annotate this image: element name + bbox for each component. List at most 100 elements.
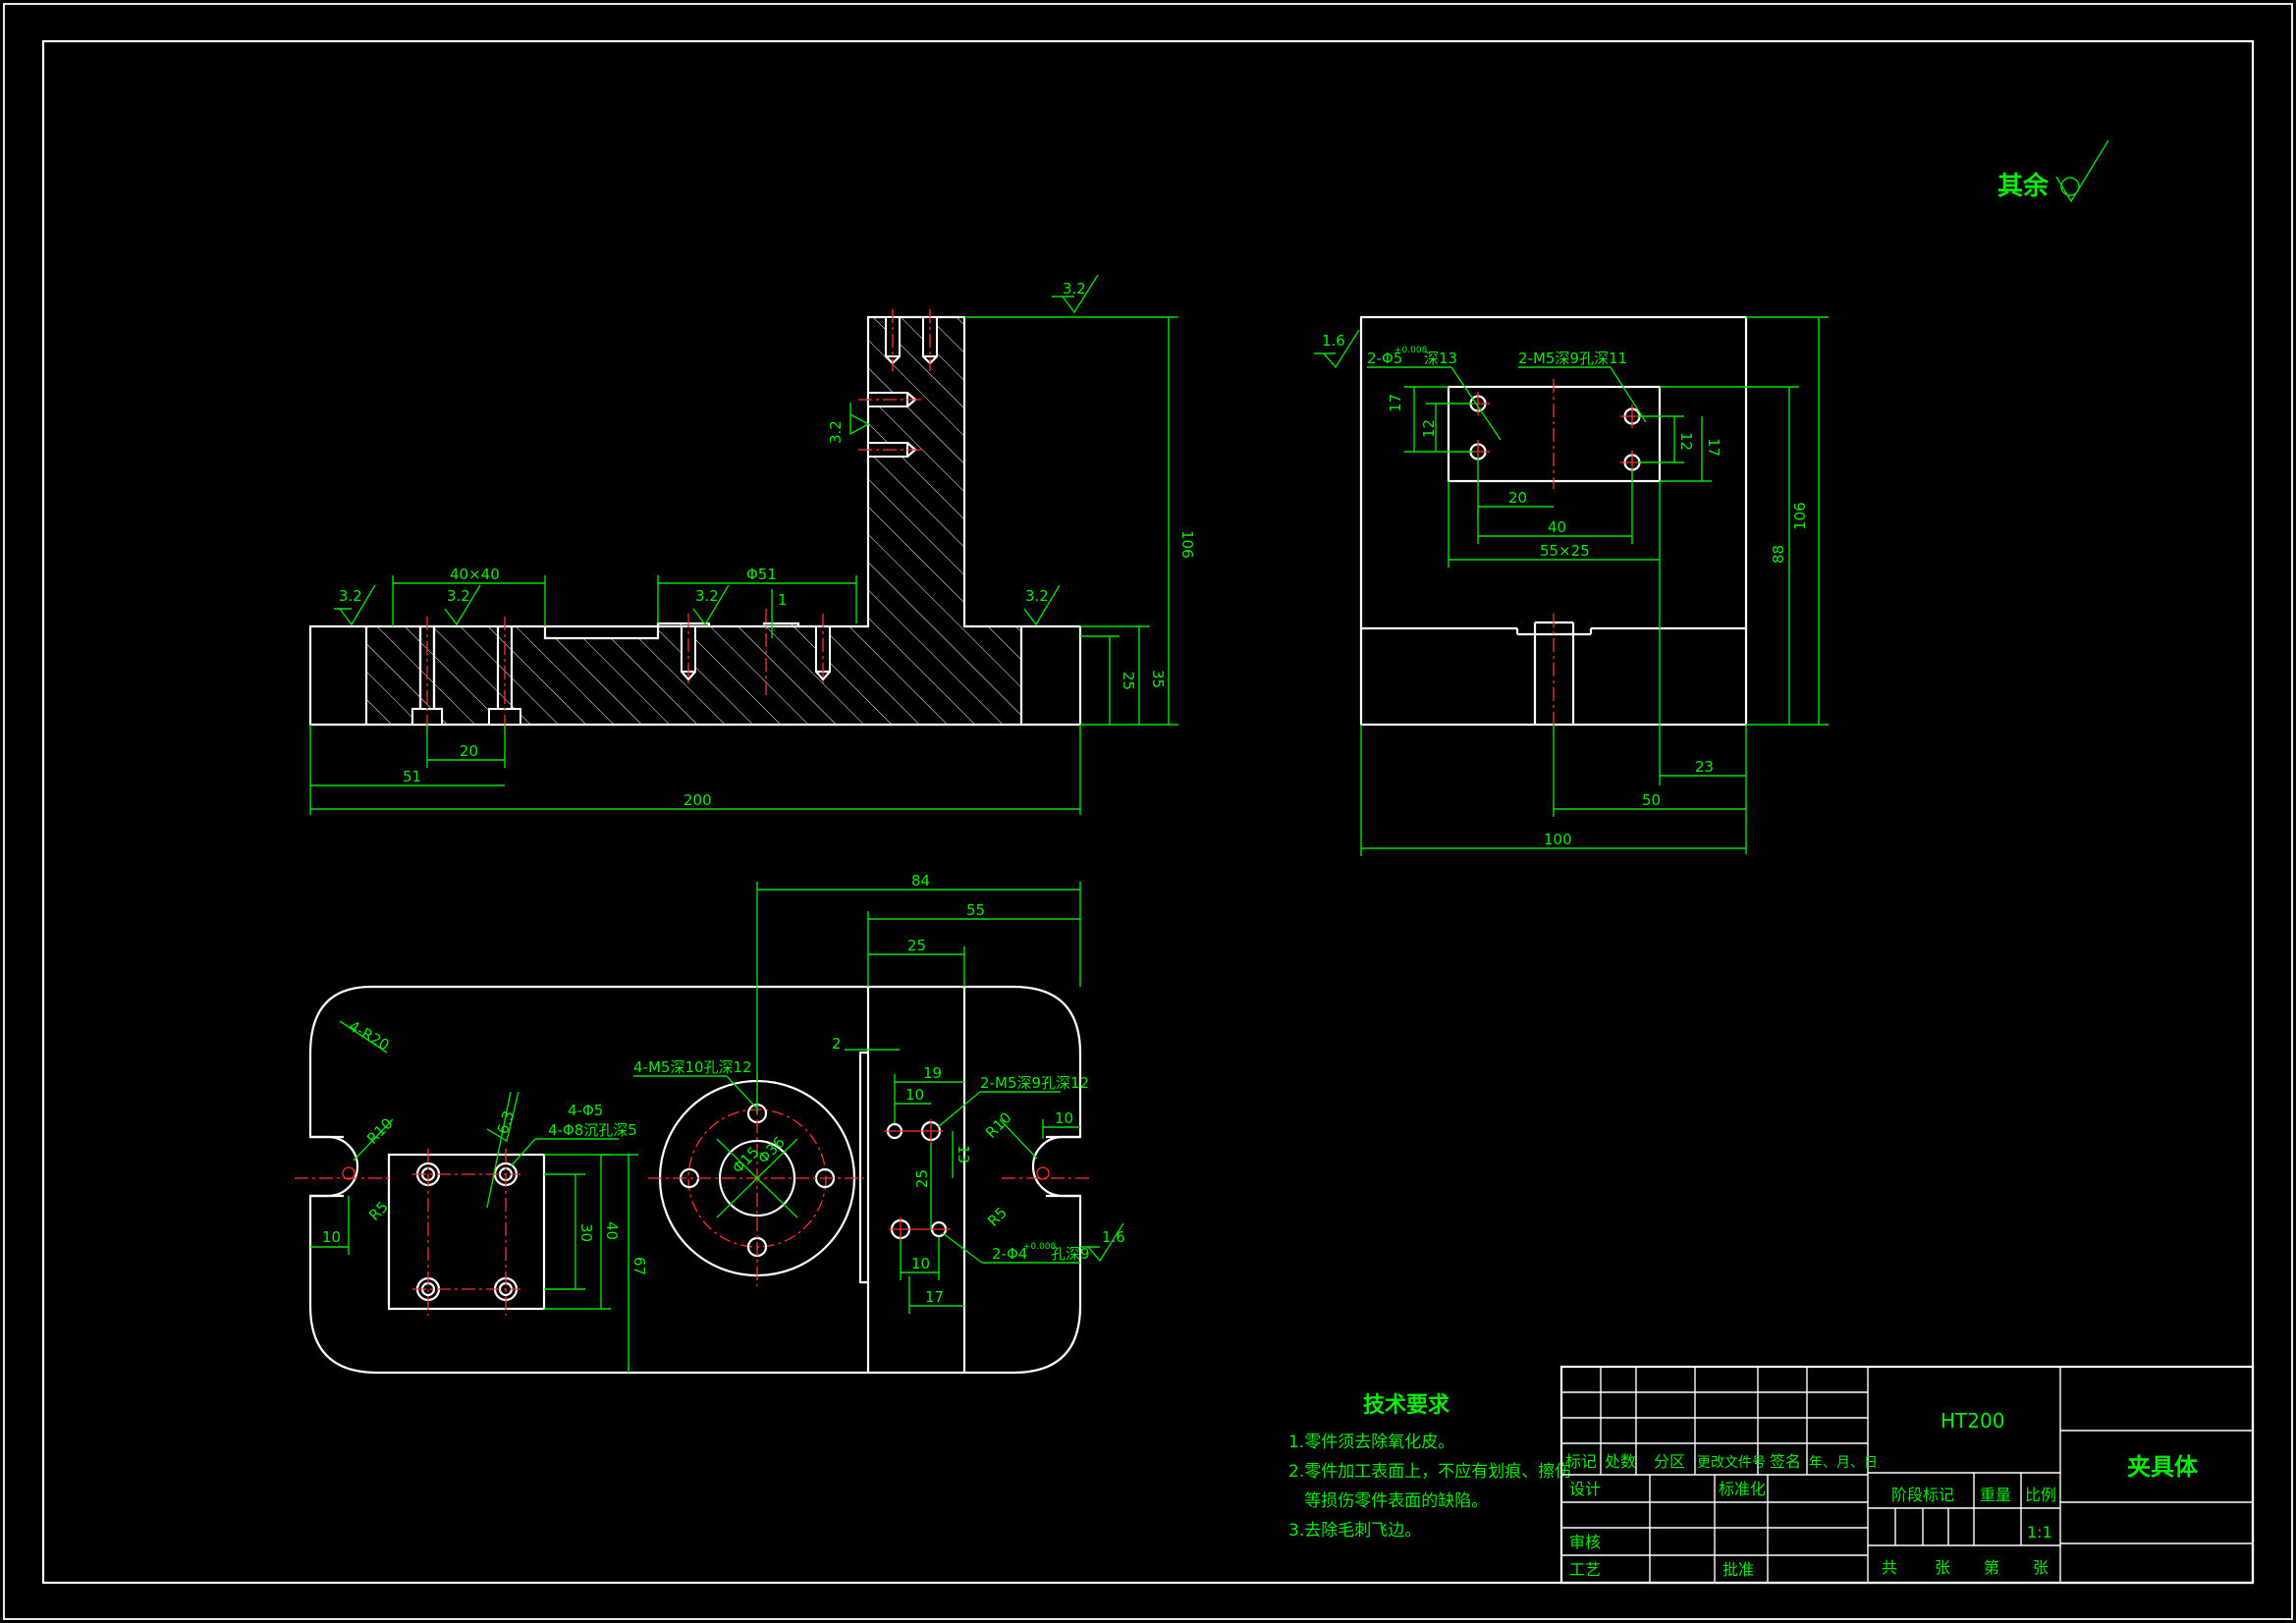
top-roughness-16: 1.6	[1102, 1228, 1125, 1246]
side-hole-note-1: 2-Φ5	[1367, 350, 1402, 367]
dim-h35: 35	[1149, 670, 1167, 688]
tb-standardize: 标准化	[1719, 1480, 1766, 1498]
dim-51: 51	[403, 768, 421, 785]
side-roughness: 1.6	[1322, 332, 1345, 350]
tb-ratio: 比例	[2025, 1486, 2056, 1504]
tb-weight: 重量	[1980, 1486, 2011, 1504]
note-phi4: 2-Φ4	[992, 1245, 1027, 1263]
roughness-circle-icon	[2060, 177, 2080, 196]
note-counterbore: 4-Φ8沉孔深5	[548, 1121, 637, 1139]
dim-h25: 25	[1120, 672, 1137, 690]
dim-h88: 88	[1770, 545, 1787, 564]
tech-item: 3.去除毛刺飞边。	[1288, 1521, 1421, 1541]
roughness-value: 3.2	[695, 587, 719, 605]
dim-67: 67	[630, 1257, 648, 1275]
dim-17: 17	[925, 1288, 944, 1306]
front-view: 3.2 3.2 3.2 3.2 3.2 3.2 40×40 Φ51 1 106 …	[308, 274, 1196, 815]
dim-square: 40×40	[450, 566, 500, 583]
roughness-value: 3.2	[827, 420, 845, 444]
note-phi4-tol: +0.008	[1023, 1242, 1057, 1252]
dim-10b: 10	[911, 1255, 930, 1272]
dim-55: 55	[966, 901, 985, 919]
dim-10-left: 10	[322, 1228, 341, 1246]
dim-84: 84	[911, 872, 930, 890]
side-hole-depth-1: 深13	[1424, 350, 1457, 367]
tb-header: 分区	[1654, 1452, 1685, 1471]
roughness-value: 3.2	[339, 587, 362, 605]
dim-one: 1	[778, 591, 788, 609]
dim-19: 19	[923, 1064, 942, 1082]
tb-ratio-value: 1:1	[2027, 1523, 2052, 1542]
dim-10-right: 10	[1055, 1109, 1073, 1127]
tb-header: 年、月、日	[1809, 1455, 1878, 1471]
dim-55x25: 55×25	[1540, 542, 1590, 560]
roughness-value: 3.2	[447, 587, 470, 605]
dim-r5b: R5	[984, 1204, 1011, 1230]
dim-phi51: Φ51	[746, 566, 777, 583]
roughness-check-icon	[2055, 139, 2109, 203]
tb-material: HT200	[1941, 1409, 2004, 1433]
side-hole-note-2: 2-M5深9孔深11	[1518, 350, 1627, 367]
side-hole-tol-1: +0.008	[1394, 346, 1428, 355]
dim-h106: 106	[1178, 530, 1196, 559]
dim-2: 2	[832, 1035, 842, 1053]
roughness-value: 3.2	[1063, 280, 1086, 298]
roughness-value: 3.2	[1025, 587, 1049, 605]
tb-sheet: 第	[1984, 1558, 1999, 1577]
dim-12b: 12	[1677, 432, 1695, 451]
dim-13: 13	[955, 1145, 972, 1163]
note-m5-10: 4-M5深10孔深12	[633, 1058, 752, 1076]
tb-approve: 批准	[1722, 1560, 1754, 1579]
tb-sheet: 张	[2033, 1558, 2049, 1577]
counterbore-hole	[415, 1162, 519, 1302]
dim-20: 20	[1508, 489, 1527, 507]
tb-stage: 阶段标记	[1891, 1486, 1954, 1504]
tb-process: 工艺	[1569, 1560, 1601, 1579]
dim-12a: 12	[1420, 419, 1438, 438]
top-view: Φ15 Φ36 84 55 25 2 19 10 13 25 10 17 10 …	[295, 872, 1125, 1375]
dim-r20: 4-R20	[346, 1017, 393, 1055]
dim-10a: 10	[905, 1086, 924, 1104]
drawing-frame	[3, 3, 2293, 1620]
tech-item: 1.零件须去除氧化皮。	[1288, 1433, 1454, 1452]
tb-header: 标记	[1565, 1452, 1597, 1471]
dim-r10a: R10	[363, 1114, 397, 1148]
dim-23: 23	[1695, 758, 1714, 776]
dim-50: 50	[1642, 791, 1661, 809]
tech-title: 技术要求	[1363, 1393, 1449, 1418]
tb-design: 设计	[1569, 1480, 1601, 1498]
title-block: 标记 处数 分区 更改文件号 签名 年、月、日 设计 标准化 审核 工艺 批准 …	[1559, 1365, 2255, 1585]
side-view: 1.6 2-Φ5 +0.008 深13 2-M5深9孔深11 17 12 12 …	[1314, 315, 1829, 856]
dim-20: 20	[460, 742, 478, 760]
note-phi4-depth: 孔深9	[1051, 1245, 1090, 1263]
tb-header: 处数	[1605, 1452, 1636, 1471]
tb-sheet: 张	[1935, 1558, 1950, 1577]
dim-30: 30	[577, 1223, 595, 1242]
counterbore-square	[387, 1153, 546, 1311]
tb-header: 签名	[1770, 1452, 1801, 1471]
dim-200: 200	[683, 791, 712, 809]
tb-header: 更改文件号	[1697, 1455, 1766, 1471]
tech-requirements: 技术要求 1.零件须去除氧化皮。 2.零件加工表面上，不应有划痕、擦伤 等损伤零…	[1288, 1393, 1571, 1541]
tech-item: 等损伤零件表面的缺陷。	[1288, 1491, 1488, 1511]
dim-25: 25	[907, 937, 926, 954]
dim-40: 40	[603, 1221, 621, 1240]
tb-part-name: 夹具体	[2127, 1453, 2199, 1481]
dim-r10b: R10	[982, 1109, 1015, 1142]
note-m5-9: 2-M5深9孔深12	[980, 1074, 1089, 1092]
dim-phi36: Φ36	[754, 1133, 789, 1167]
general-roughness-label: 其余	[1997, 171, 2050, 201]
note-holes-4: 4-Φ5	[568, 1102, 603, 1119]
tb-sheet: 共	[1882, 1558, 1897, 1577]
tech-item: 2.零件加工表面上，不应有划痕、擦伤	[1288, 1462, 1571, 1482]
front-outline	[308, 315, 1082, 727]
dim-h106: 106	[1791, 502, 1809, 530]
dim-17a: 17	[1387, 394, 1404, 412]
tb-review: 审核	[1569, 1533, 1601, 1551]
dim-100: 100	[1544, 831, 1572, 848]
dim-17b: 17	[1705, 438, 1722, 457]
dim-25b: 25	[913, 1169, 931, 1188]
dim-40: 40	[1548, 518, 1566, 536]
general-roughness-note: 其余	[1997, 139, 2109, 203]
